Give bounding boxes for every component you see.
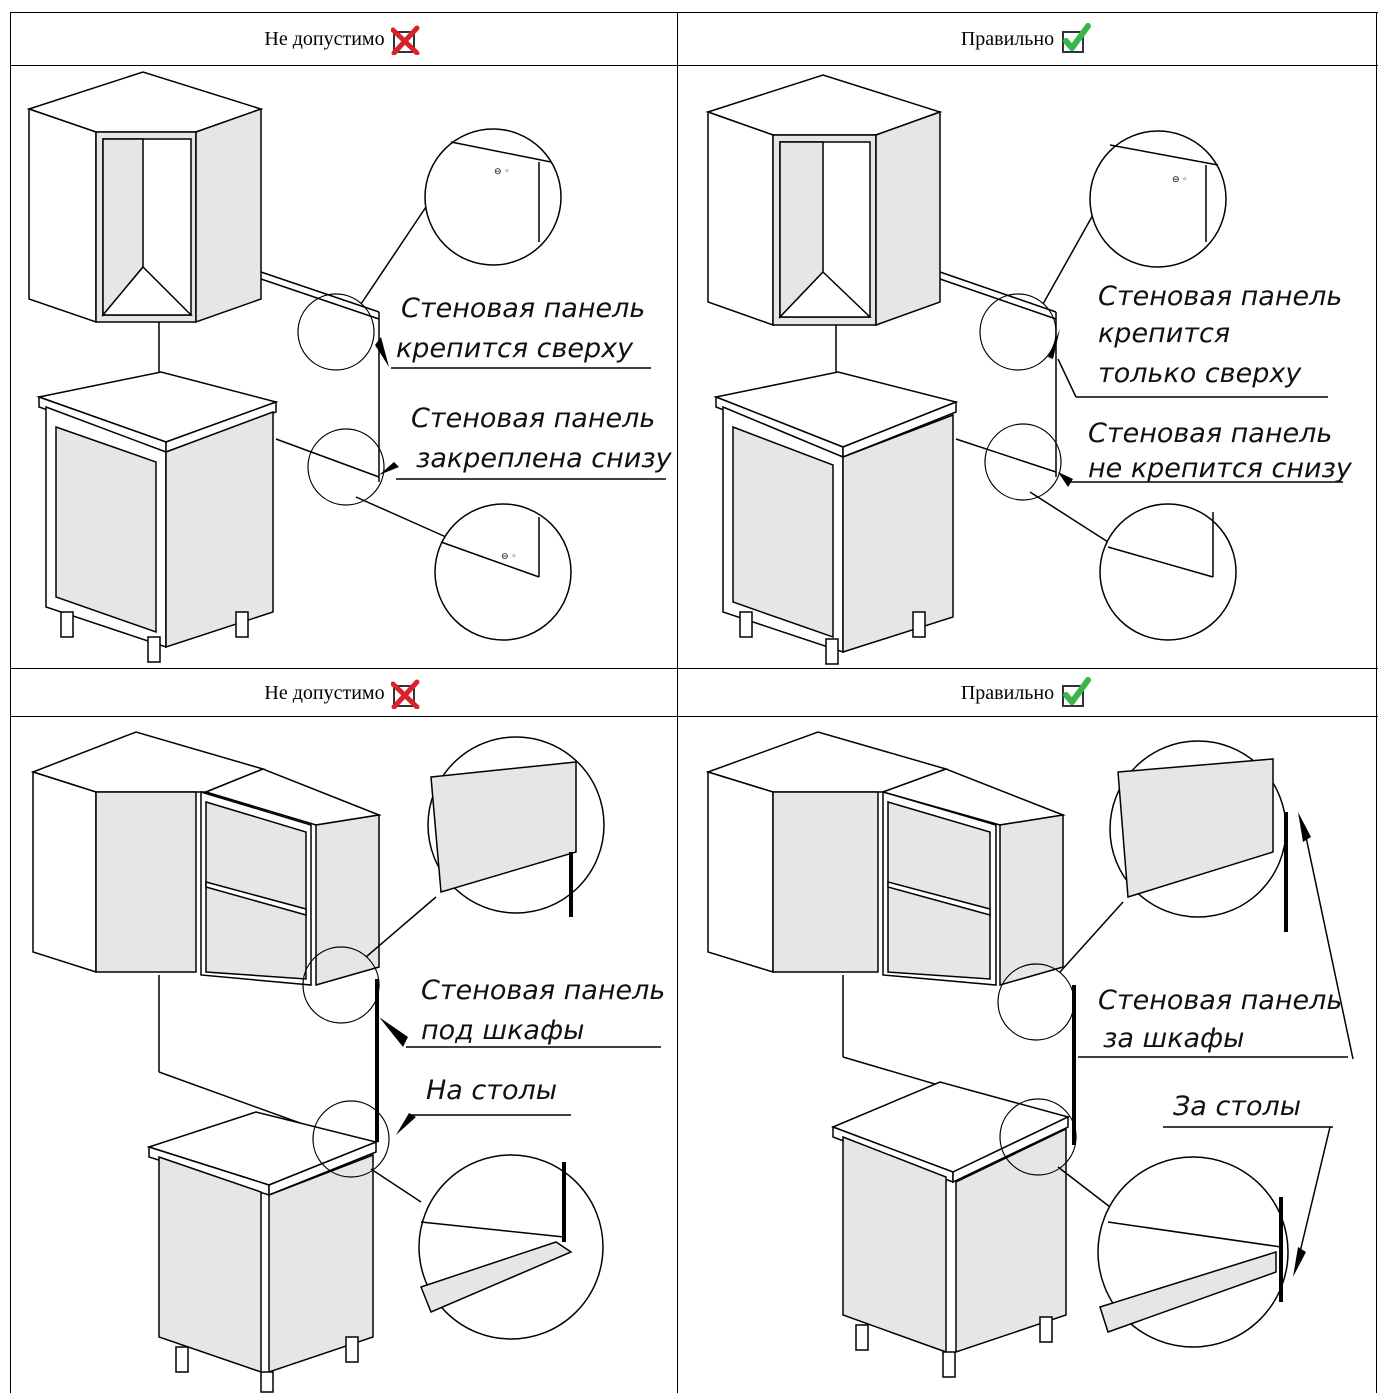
- lower-base-cabinet: [36, 371, 279, 663]
- label-line2: под шкафы: [421, 1015, 584, 1046]
- header-label: Правильно: [960, 27, 1055, 50]
- table-border-left: [10, 12, 11, 1393]
- wall-panel: [158, 975, 379, 1142]
- red-cross-checkbox-icon: [390, 679, 420, 709]
- green-check-checkbox-icon: [1062, 23, 1092, 53]
- detail-circle-bottom: [984, 423, 1062, 501]
- diagram-right-top-mount-only: ⊖ ◦ Стеновая панель крепится только свер…: [705, 74, 1353, 665]
- header-label: Правильно: [960, 681, 1055, 704]
- header-cell-top-right: Правильно: [677, 13, 1376, 65]
- lower-base-cabinet: [146, 1111, 379, 1393]
- green-check-checkbox-icon: [1062, 677, 1092, 707]
- svg-text:⊖ ◦: ⊖ ◦: [501, 552, 517, 562]
- label-top-line1: Стеновая панель: [401, 293, 645, 324]
- label-bottom-line1: Стеновая панель: [1088, 418, 1332, 449]
- table-border-top: [10, 12, 1378, 13]
- header-cell-top-left: Не допустимо: [10, 13, 677, 65]
- diagram-wrong-panel-under-cabinets: Стеновая панель под шкафы На столы: [30, 731, 665, 1393]
- detail-circle-top: [297, 293, 375, 371]
- detail-zoom-top: [1089, 130, 1227, 268]
- detail-zoom-bottom: [1099, 503, 1237, 641]
- label-top-line3: только сверху: [1098, 358, 1302, 389]
- red-cross-checkbox-icon: [390, 25, 420, 55]
- diagram-wrong-top-bottom-mount: ⊖ ◦ ⊖ ◦ Стеновая панель крепится сверху …: [26, 71, 673, 663]
- upper-cabinets: [705, 731, 1066, 986]
- detail-circle-bottom: [999, 1098, 1077, 1176]
- detail-circle-top: [979, 293, 1057, 371]
- table-line-2: [10, 668, 1378, 669]
- svg-text:⊖ ◦: ⊖ ◦: [494, 167, 510, 177]
- table-divider-center: [677, 12, 678, 1393]
- label-top-line1: Стеновая панель: [1098, 281, 1342, 312]
- detail-circle-top: [302, 946, 380, 1024]
- table-line-3: [10, 716, 1378, 717]
- upper-cabinets: [30, 731, 382, 986]
- label-tables: За столы: [1173, 1091, 1301, 1122]
- detail-zoom-top: [424, 128, 562, 266]
- label-line1: Стеновая панель: [421, 975, 665, 1006]
- label-top-line2: крепится сверху: [396, 333, 634, 364]
- label-top-line2: крепится: [1098, 318, 1230, 349]
- detail-circle-bottom: [307, 428, 385, 506]
- upper-corner-cabinet: [705, 74, 943, 327]
- label-tables: На столы: [426, 1075, 557, 1106]
- table-border-right: [1376, 12, 1377, 1393]
- detail-circle-top: [997, 963, 1075, 1041]
- table-line-1: [10, 65, 1378, 66]
- detail-circle-bottom: [312, 1100, 390, 1178]
- detail-zoom-bottom: [434, 503, 572, 641]
- label-bottom-line1: Стеновая панель: [411, 403, 655, 434]
- diagram-right-panel-behind-cabinets: Стеновая панель за шкафы За столы: [705, 731, 1354, 1378]
- detail-zoom-bottom: [418, 1154, 604, 1340]
- lower-base-cabinet: [713, 371, 959, 665]
- label-line1: Стеновая панель: [1098, 985, 1342, 1016]
- header-cell-bottom-right: Правильно: [677, 669, 1376, 717]
- header-cell-bottom-left: Не допустимо: [10, 669, 677, 717]
- comparison-table: [10, 12, 1378, 1393]
- label-bottom-line2: не крепится снизу: [1088, 453, 1353, 484]
- label-bottom-line2: закреплена снизу: [416, 443, 673, 474]
- label-line2: за шкафы: [1103, 1023, 1244, 1054]
- header-label: Не допустимо: [264, 681, 385, 704]
- upper-corner-cabinet: [26, 71, 264, 324]
- lower-base-cabinet: [830, 1081, 1071, 1378]
- header-label: Не допустимо: [264, 27, 385, 50]
- svg-text:⊖ ◦: ⊖ ◦: [1172, 175, 1188, 185]
